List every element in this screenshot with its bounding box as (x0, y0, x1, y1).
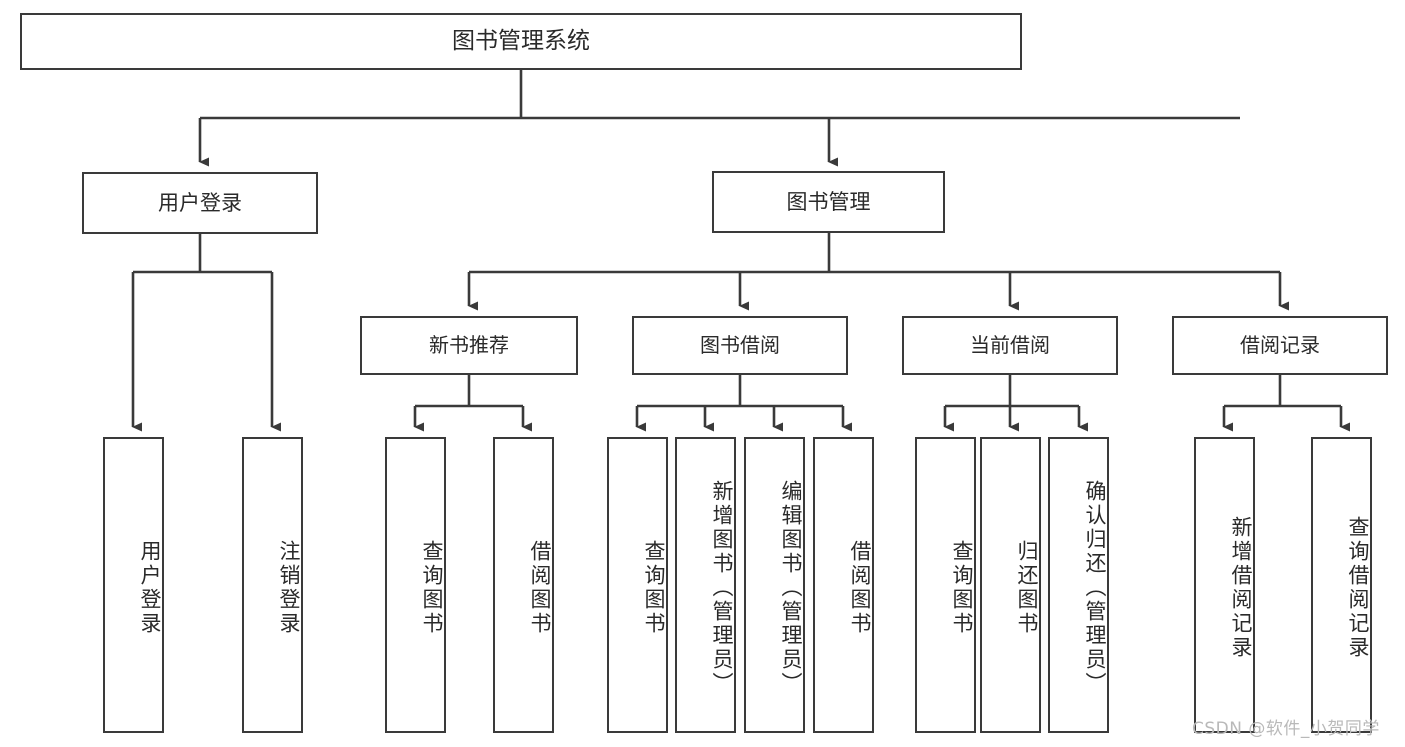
leaf-add-book-admin-label: 新增图书（管理员） (710, 480, 734, 696)
leaf-borrow-book-recommend[interactable]: 借阅图书 (493, 437, 554, 733)
leaf-query-book-current-label: 查询图书 (950, 540, 974, 636)
node-book-management[interactable]: 图书管理 (712, 171, 945, 233)
node-current-borrow[interactable]: 当前借阅 (902, 316, 1118, 375)
leaf-query-book-borrow[interactable]: 查询图书 (607, 437, 668, 733)
leaf-borrow-book[interactable]: 借阅图书 (813, 437, 874, 733)
leaf-add-borrow-record-label: 新增借阅记录 (1229, 516, 1253, 660)
leaf-query-borrow-record-label: 查询借阅记录 (1346, 516, 1370, 660)
node-user-login-label: 用户登录 (158, 190, 242, 215)
leaf-return-book[interactable]: 归还图书 (980, 437, 1041, 733)
leaf-query-borrow-record[interactable]: 查询借阅记录 (1311, 437, 1372, 733)
node-user-login[interactable]: 用户登录 (82, 172, 318, 234)
node-borrow-record-label: 借阅记录 (1240, 332, 1320, 357)
leaf-user-login[interactable]: 用户登录 (103, 437, 164, 733)
leaf-query-book-borrow-label: 查询图书 (642, 540, 666, 636)
node-book-borrow[interactable]: 图书借阅 (632, 316, 848, 375)
leaf-edit-book-admin-label: 编辑图书（管理员） (779, 480, 803, 696)
node-new-book-recommend-label: 新书推荐 (429, 332, 509, 357)
leaf-query-book-current[interactable]: 查询图书 (915, 437, 976, 733)
csdn-watermark: CSDN @软件_小贺同学 (1192, 719, 1380, 739)
node-root-book-management-system[interactable]: 图书管理系统 (20, 13, 1022, 70)
leaf-borrow-book-recommend-label: 借阅图书 (528, 540, 552, 636)
leaf-add-borrow-record[interactable]: 新增借阅记录 (1194, 437, 1255, 733)
leaf-confirm-return-admin[interactable]: 确认归还（管理员） (1048, 437, 1109, 733)
node-book-management-label: 图书管理 (786, 189, 871, 214)
leaf-query-book-recommend[interactable]: 查询图书 (385, 437, 446, 733)
leaf-edit-book-admin[interactable]: 编辑图书（管理员） (744, 437, 805, 733)
leaf-confirm-return-admin-label: 确认归还（管理员） (1083, 480, 1107, 696)
leaf-user-login-label: 用户登录 (138, 540, 162, 636)
leaf-logout-label: 注销登录 (277, 540, 301, 636)
node-root-label: 图书管理系统 (452, 27, 590, 54)
node-book-borrow-label: 图书借阅 (700, 332, 780, 357)
node-current-borrow-label: 当前借阅 (970, 332, 1050, 357)
node-new-book-recommend[interactable]: 新书推荐 (360, 316, 578, 375)
leaf-add-book-admin[interactable]: 新增图书（管理员） (675, 437, 736, 733)
node-borrow-record[interactable]: 借阅记录 (1172, 316, 1388, 375)
leaf-return-book-label: 归还图书 (1015, 540, 1039, 636)
leaf-logout[interactable]: 注销登录 (242, 437, 303, 733)
leaf-query-book-recommend-label: 查询图书 (420, 540, 444, 636)
leaf-borrow-book-label: 借阅图书 (848, 540, 872, 636)
